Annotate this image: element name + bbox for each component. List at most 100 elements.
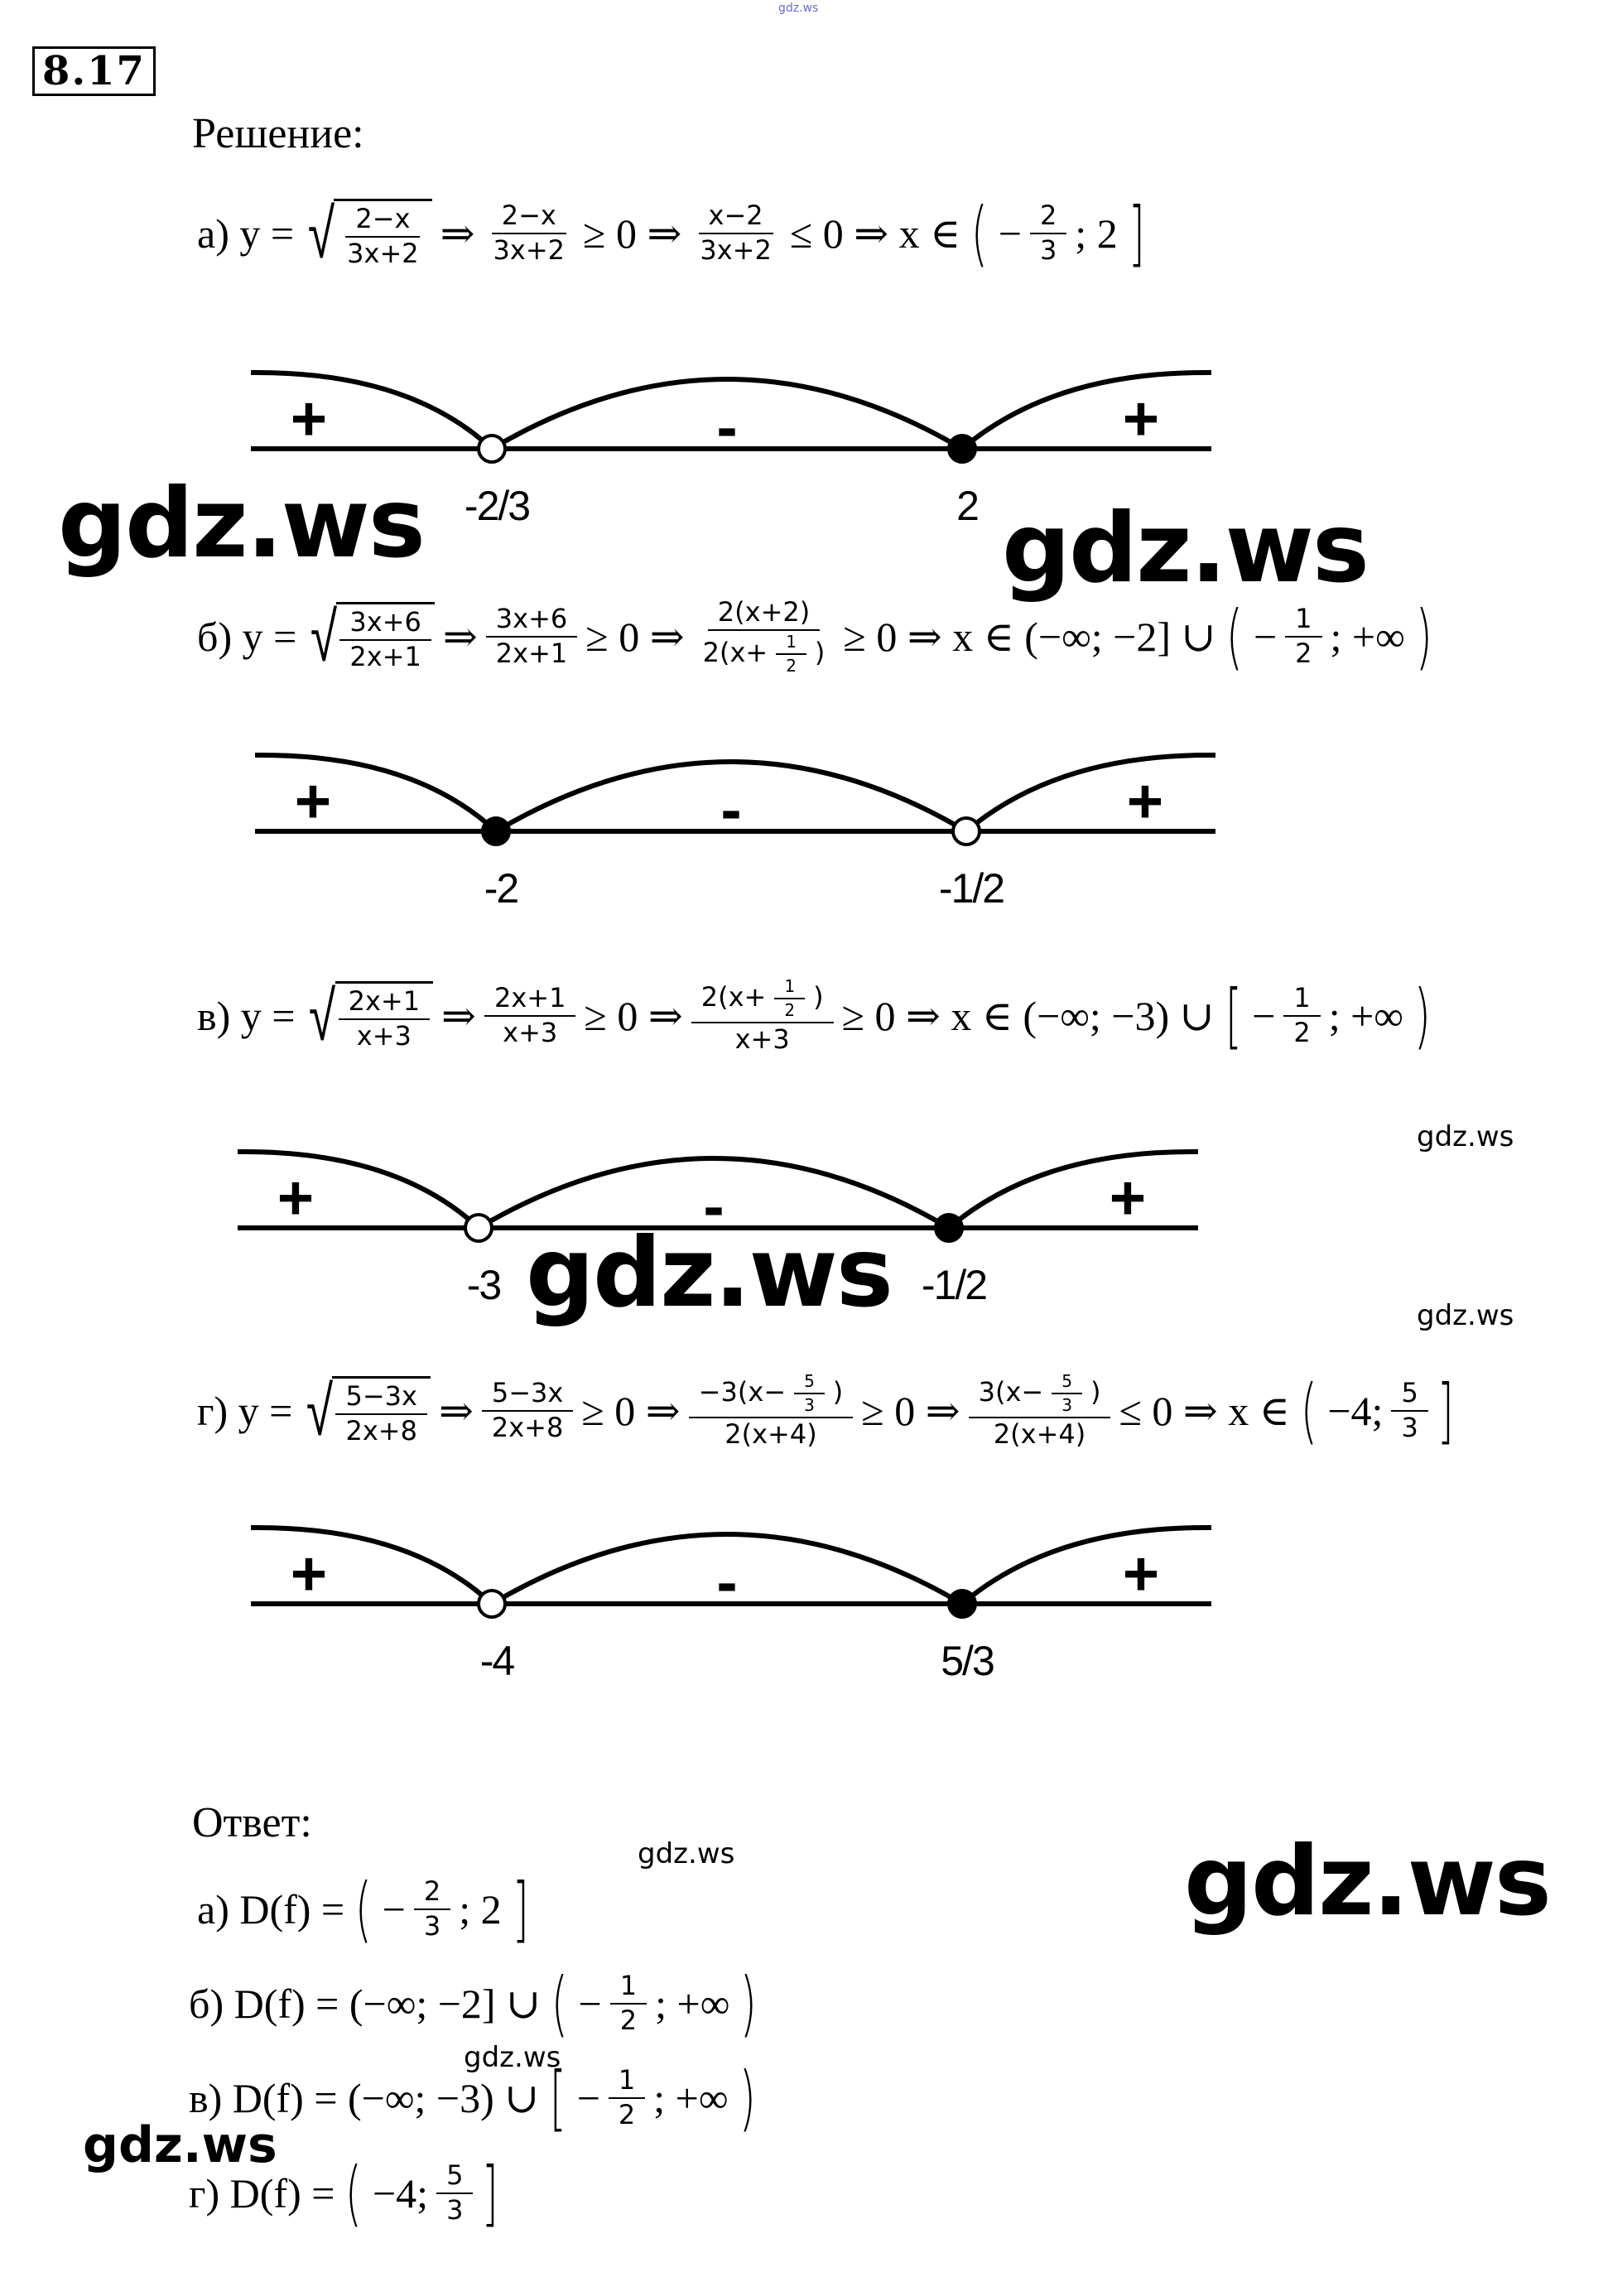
numerator: 1: [776, 633, 806, 655]
solution-heading: Решение:: [192, 110, 364, 157]
math-text: 2: [786, 655, 797, 676]
sign-arc: [494, 759, 968, 834]
math-text: ≤ 0 ⇒ x ∈: [1119, 1387, 1290, 1434]
point-label: -3: [466, 1262, 502, 1308]
math-text: ; +∞: [653, 2074, 729, 2121]
numerator: 1: [1283, 982, 1321, 1017]
math-text: ⇒: [438, 1387, 474, 1434]
bracket: [: [549, 2057, 567, 2140]
number-line-b: +-+-2-1/2: [254, 750, 1216, 916]
denominator: 3: [414, 1910, 450, 1941]
point-label: 5/3: [941, 1638, 995, 1684]
math-text: ≥ 0 ⇒: [583, 209, 682, 257]
point-label: -2: [484, 865, 519, 912]
sign-arc: [254, 752, 498, 834]
bracket: ): [1415, 595, 1432, 678]
watermark: gdz.ws: [638, 1837, 735, 1870]
point-label: -2/3: [464, 483, 531, 529]
sign-plus: +: [1122, 1538, 1160, 1610]
numerator: 3x+6: [485, 605, 578, 638]
denominator: 2: [610, 2005, 647, 2035]
math-text: ⇒: [441, 992, 476, 1039]
denominator: 2(x+4): [715, 1418, 826, 1449]
numerator: 1: [1285, 603, 1322, 638]
filled-point: [947, 434, 977, 464]
math-text: 2: [619, 2005, 638, 2036]
math-text: −: [578, 1980, 602, 2027]
math-text: 2: [784, 1000, 796, 1021]
bracket: ]: [482, 2152, 499, 2235]
math-text: в) D(f) = (−∞; −3) ∪: [189, 2074, 540, 2121]
bracket: ): [740, 1962, 758, 2045]
math-text: г) y =: [197, 1387, 293, 1434]
open-point: [951, 816, 981, 846]
bracket: ): [1413, 975, 1431, 1057]
math-text: а) y =: [197, 209, 295, 257]
math-text: б) y =: [197, 613, 297, 660]
math-text: 2x+1: [348, 984, 421, 1017]
math-text: 2(x+: [702, 636, 768, 668]
math-text: 1: [1293, 982, 1311, 1014]
watermark: gdz.ws: [1417, 1120, 1514, 1153]
math-text: −: [576, 2074, 600, 2121]
sign-plus: +: [1126, 766, 1164, 837]
denominator: 3: [1030, 234, 1066, 265]
numerator: 2: [413, 1875, 451, 1910]
bracket: (: [970, 192, 989, 275]
numerator: 5−3x: [481, 1377, 574, 1412]
math-text: 2x+8: [491, 1412, 564, 1443]
watermark: gdz.ws: [58, 468, 426, 580]
math-text: 1: [618, 2064, 636, 2096]
sign-plus: +: [290, 383, 328, 455]
math-text: 1: [1295, 603, 1312, 635]
math-text: 5−3x: [491, 1377, 564, 1409]
math-text: 3: [1039, 234, 1057, 266]
numerator: 2x+1: [484, 984, 576, 1017]
math-text: ≥ 0 ⇒: [584, 992, 683, 1039]
math-text: ): [813, 981, 824, 1013]
math-text: ; +∞: [655, 1980, 730, 2027]
math-text: −: [1252, 992, 1276, 1039]
math-text: 3(x−: [978, 1376, 1044, 1408]
open-point: [477, 434, 507, 464]
math-text: ): [814, 636, 826, 668]
denominator: x+3: [347, 1020, 421, 1051]
sign-arc: [947, 1148, 1199, 1230]
watermark: gdz.ws: [1417, 1299, 1514, 1332]
denominator: 2: [1285, 638, 1321, 668]
math-text: 2x+1: [495, 638, 568, 669]
math-text: −4;: [1327, 1387, 1384, 1434]
denominator: 2: [776, 655, 806, 675]
math-text: 2−x: [501, 200, 556, 232]
bracket: [: [1225, 975, 1242, 1057]
denominator: 2: [774, 999, 805, 1019]
math-text: 2: [423, 1875, 441, 1908]
math-text: 3: [423, 1910, 441, 1942]
denominator: 2x+1: [339, 641, 431, 671]
radical-sign-icon: √: [309, 975, 336, 1057]
numerator: 5: [1391, 1379, 1428, 1412]
denominator: 3: [1391, 1412, 1427, 1442]
sign-plus: +: [290, 1538, 328, 1610]
math-text: ⇒: [440, 209, 475, 257]
point-label: -1/2: [921, 1262, 988, 1308]
problem-number: 8.17: [32, 46, 156, 96]
numerator: 2(x+2): [707, 598, 821, 631]
math-text: 5: [804, 1371, 815, 1392]
math-text: 2(x+: [700, 981, 767, 1013]
